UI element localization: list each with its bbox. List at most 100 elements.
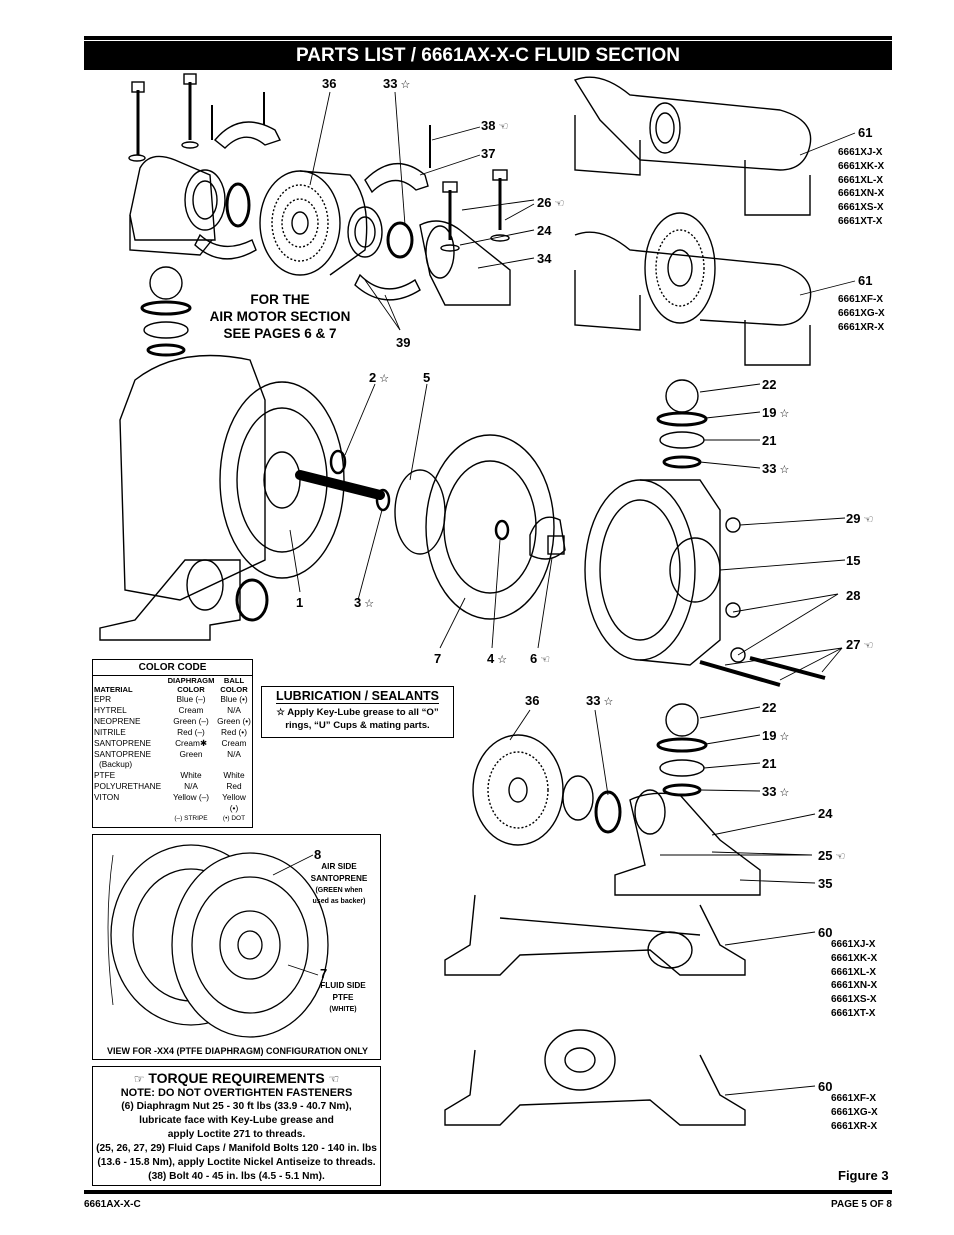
legend-dot: (•) DOT: [222, 814, 246, 822]
manifold-60-top: [444, 894, 746, 976]
inset-callout-8: 8: [314, 847, 322, 862]
callout-33: 33☆: [762, 784, 790, 799]
air-motor-note: FOR THE AIR MOTOR SECTION SEE PAGES 6 & …: [209, 292, 351, 341]
torque-title: ☞ TORQUE REQUIREMENTS ☜: [133, 1070, 340, 1086]
callout-33: 33☆: [383, 76, 411, 91]
diaphragm-5: [394, 469, 446, 555]
callout-3: 3☆: [354, 595, 375, 610]
callout-21: 21: [762, 433, 777, 448]
fluid-body-15: [584, 479, 696, 661]
diaphragm-7: [425, 434, 555, 620]
callout-5: 5: [423, 370, 431, 385]
page-title: PARTS LIST / 6661AX-X-C FLUID SECTION: [84, 41, 892, 70]
callout-1: 1: [296, 595, 304, 610]
table-row: (Backup): [99, 759, 133, 770]
lubrication-title: LUBRICATION / SEALANTS: [276, 689, 439, 704]
inset-caption: VIEW FOR -XX4 (PTFE DIAPHRAGM) CONFIGURA…: [106, 1046, 368, 1056]
callout-61: 61: [858, 273, 873, 288]
callout-60: 60: [818, 925, 833, 940]
col-header-material: MATERIAL: [94, 685, 133, 694]
diaphragm-plate-6: [529, 516, 566, 560]
callout-33: 33☆: [762, 461, 790, 476]
torque-body: NOTE: DO NOT OVERTIGHTEN FASTENERS (6) D…: [93, 1086, 380, 1184]
clamp-37: [364, 162, 429, 194]
callout-7: 7: [434, 651, 442, 666]
elbow-port: [184, 169, 226, 231]
callout-22: 22: [762, 377, 777, 392]
inset-callout-7: 7: [320, 966, 328, 981]
col-header-ball: BALL COLOR: [220, 676, 248, 694]
lubrication-text: ☆ Apply Key-Lube grease to all “O” rings…: [276, 707, 439, 731]
footer-page-number: PAGE 5 OF 8: [831, 1199, 892, 1210]
footer-rule: [84, 1190, 892, 1194]
figure-label: Figure 3: [838, 1168, 889, 1183]
torque-note: NOTE: DO NOT OVERTIGHTEN FASTENERS: [120, 1087, 353, 1099]
callout-21: 21: [762, 756, 777, 771]
callout-19: 19☆: [762, 728, 790, 743]
callout-33: 33☆: [586, 693, 614, 708]
manifold-61-top: [573, 76, 812, 171]
callout-37: 37: [481, 146, 496, 161]
manifold-60-bottom: [444, 1049, 746, 1126]
o-ring-33: [225, 182, 251, 228]
callout-60: 60: [818, 1079, 833, 1094]
callout-15: 15: [846, 553, 861, 568]
manifold-elbow-top-left: [129, 155, 216, 241]
callout-39: 39: [396, 335, 411, 350]
callout-25: 25☜: [818, 848, 846, 863]
callout-36: 36: [525, 693, 540, 708]
seat-21: [143, 321, 189, 339]
color-code-title: COLOR CODE: [93, 660, 252, 676]
ptfe-diaphragm-inset: 8 AIR SIDE SANTOPRENE (GREEN when used a…: [92, 834, 381, 1060]
callout-28: 28: [846, 588, 861, 603]
callout-36: 36: [322, 76, 337, 91]
callout-2: 2☆: [369, 370, 390, 385]
col-header-diaphragm: DIAPHRAGM COLOR: [167, 676, 215, 694]
color-code-table: COLOR CODE MATERIAL DIAPHRAGM COLOR BALL…: [92, 659, 253, 828]
torque-requirements-box: ☞ TORQUE REQUIREMENTS ☜ NOTE: DO NOT OVE…: [92, 1066, 381, 1186]
callout-24: 24: [818, 806, 833, 821]
pointing-hand-icon: ☞: [133, 1072, 145, 1086]
callout-6: 6☜: [530, 651, 551, 666]
footer-doc-number: 6661AX-X-C: [84, 1199, 141, 1210]
diaphragm-7-outline: [171, 852, 329, 1038]
header-rule: [84, 36, 892, 40]
air-motor-housing: [119, 354, 266, 601]
check-ball-22: [149, 266, 183, 300]
callout-22: 22: [762, 700, 777, 715]
air-cap: [219, 381, 345, 579]
callout-26: 26☜: [537, 195, 565, 210]
table-legend-row: (–) STRIPE (•) DOT: [93, 814, 252, 825]
diaphragm-rod-1: [295, 470, 385, 500]
diaphragm-pair-drawing: [107, 844, 329, 1038]
check-ball-22b: [665, 379, 699, 413]
o-ring-33b: [386, 221, 414, 259]
callout-38: 38☜: [481, 118, 509, 133]
callout-34: 34: [537, 251, 552, 266]
callout-61: 61: [858, 125, 873, 140]
pointing-hand-icon: ☜: [328, 1072, 340, 1086]
callout-4: 4☆: [487, 651, 508, 666]
lubrication-box: LUBRICATION / SEALANTS ☆ Apply Key-Lube …: [261, 686, 454, 738]
callout-35: 35: [818, 876, 833, 891]
clamp-39-top: [214, 121, 281, 149]
manifold-elbow-34: [419, 220, 511, 306]
callout-29: 29☜: [846, 511, 874, 526]
manifold-elbow-35: [614, 792, 761, 896]
callout-19: 19☆: [762, 405, 790, 420]
inset-label-air-side: AIR SIDE SANTOPRENE (GREEN when used as …: [310, 862, 368, 905]
